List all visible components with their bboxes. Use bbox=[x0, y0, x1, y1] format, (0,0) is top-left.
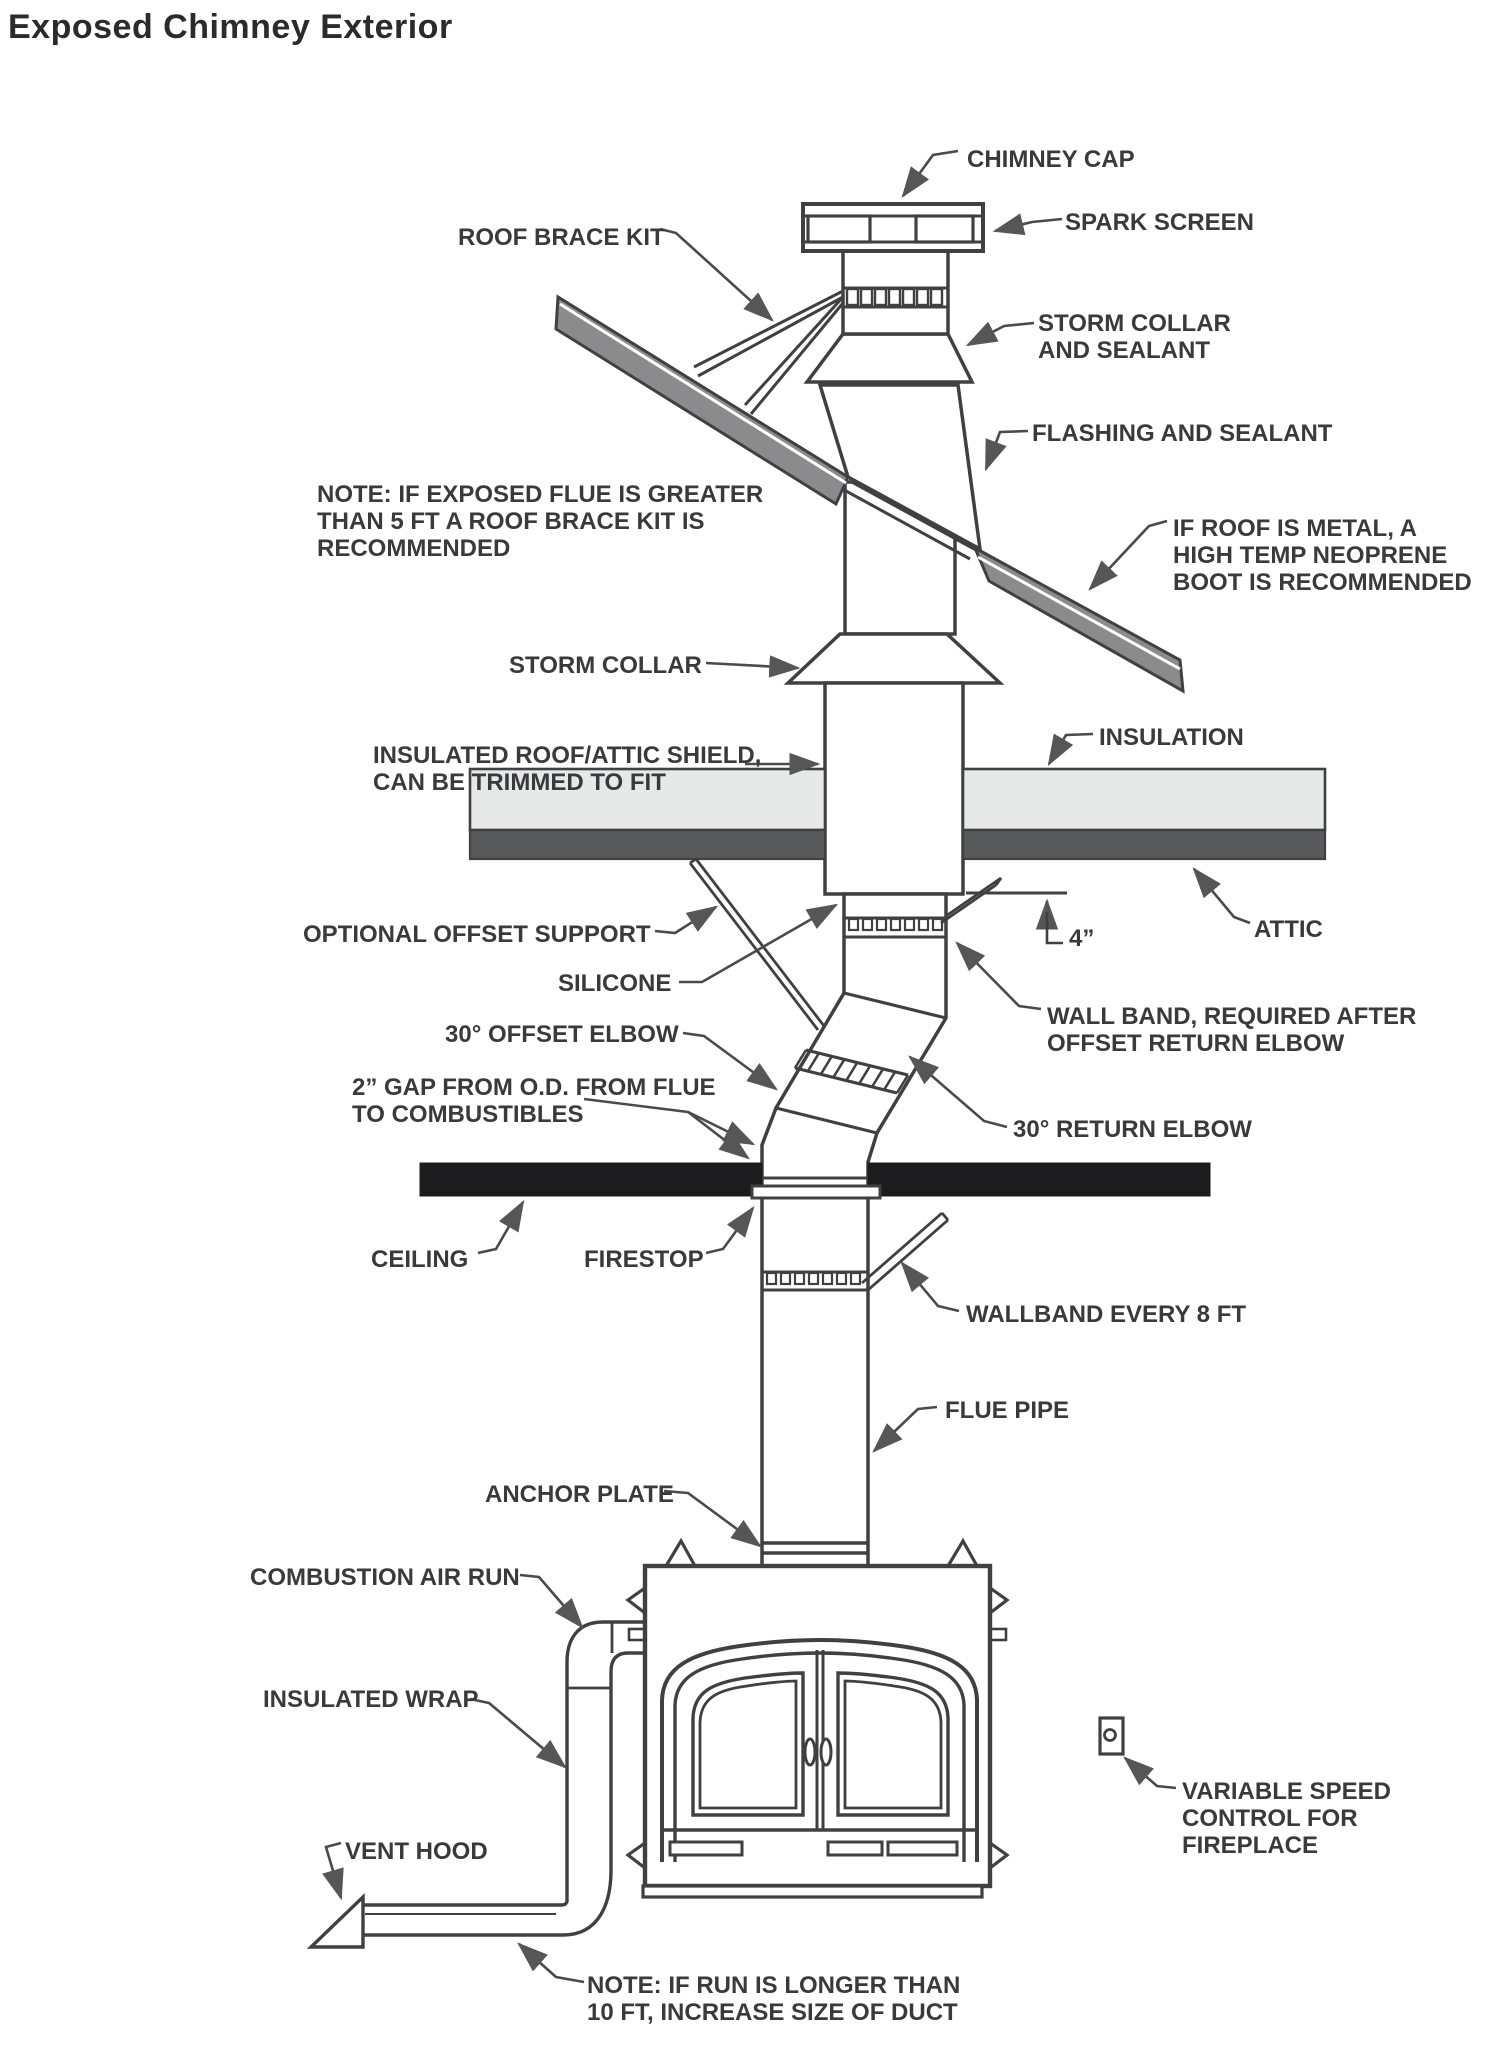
label-silicone: SILICONE bbox=[558, 970, 672, 997]
leader-wallband-8ft bbox=[900, 1261, 960, 1313]
label-insulation: INSULATION bbox=[1099, 724, 1244, 751]
leader-ceiling bbox=[477, 1199, 525, 1255]
insulation-band bbox=[468, 767, 1327, 861]
leader-gap-b bbox=[687, 1110, 750, 1160]
speed-control-switch bbox=[1098, 1716, 1125, 1756]
label-gap-note: 2” GAP FROM O.D. FROM FLUE TO COMBUSTIBL… bbox=[352, 1074, 716, 1128]
vent-hood-shape bbox=[306, 1893, 365, 1949]
combustion-air-duct bbox=[363, 1620, 645, 1937]
leader-storm-collar-sealant bbox=[965, 321, 1035, 347]
label-ceiling: CEILING bbox=[371, 1246, 469, 1273]
label-chimney-cap: CHIMNEY CAP bbox=[967, 146, 1135, 173]
roof-plane bbox=[554, 294, 1185, 694]
label-storm-collar: STORM COLLAR bbox=[509, 652, 702, 679]
leader-return-elbow bbox=[908, 1055, 1008, 1129]
leader-combustion-air bbox=[519, 1573, 584, 1629]
label-wallband-every-8ft: WALLBAND EVERY 8 FT bbox=[966, 1301, 1247, 1328]
leader-speed-control bbox=[1123, 1756, 1177, 1790]
label-insulated-wrap: INSULATED WRAP bbox=[263, 1686, 479, 1713]
leader-insulation bbox=[1047, 732, 1094, 767]
label-four-inch: 4” bbox=[1069, 925, 1095, 952]
offset-support-strut bbox=[688, 857, 826, 1031]
label-combustion-air-run: COMBUSTION AIR RUN bbox=[250, 1564, 520, 1591]
label-note-roof-brace: NOTE: IF EXPOSED FLUE IS GREATER THAN 5 … bbox=[317, 481, 764, 562]
label-duct-note: NOTE: IF RUN IS LONGER THAN 10 FT, INCRE… bbox=[587, 1972, 961, 2026]
ceiling-band bbox=[419, 1162, 1211, 1197]
leader-insulated-wrap bbox=[469, 1697, 567, 1769]
leader-offset-support bbox=[654, 905, 719, 935]
leader-spark-screen bbox=[992, 213, 1063, 236]
four-inch-dimension bbox=[966, 891, 1067, 945]
label-spark-screen: SPARK SCREEN bbox=[1065, 209, 1254, 236]
flashing bbox=[817, 383, 983, 553]
leader-storm-collar bbox=[705, 655, 801, 678]
firestop-plate bbox=[750, 1176, 882, 1200]
leader-metal-roof bbox=[1088, 519, 1168, 591]
label-roof-brace-kit: ROOF BRACE KIT bbox=[458, 224, 665, 251]
leader-lines bbox=[322, 149, 1251, 1984]
storm-collar-lower bbox=[783, 632, 1005, 685]
label-return-elbow: 30° RETURN ELBOW bbox=[1013, 1116, 1252, 1143]
leader-anchor-plate bbox=[663, 1489, 763, 1548]
leader-attic bbox=[1192, 867, 1251, 925]
roof-attic-shield bbox=[823, 681, 965, 896]
wallband-ring bbox=[762, 1211, 950, 1292]
spark-screen-collar bbox=[841, 249, 950, 336]
page-title: Exposed Chimney Exterior bbox=[8, 8, 453, 46]
leader-duct-note bbox=[517, 1942, 585, 1984]
leader-roof-brace-kit bbox=[659, 227, 774, 322]
leader-vent-hood bbox=[322, 1841, 344, 1901]
roof-brace-struts bbox=[693, 289, 845, 415]
leader-flue-pipe bbox=[872, 1405, 938, 1453]
label-offset-elbow: 30° OFFSET ELBOW bbox=[445, 1021, 679, 1048]
label-anchor-plate: ANCHOR PLATE bbox=[485, 1481, 674, 1508]
label-storm-collar-and-sealant: STORM COLLAR AND SEALANT bbox=[1038, 310, 1231, 364]
label-metal-roof-note: IF ROOF IS METAL, A HIGH TEMP NEOPRENE B… bbox=[1173, 515, 1472, 596]
label-vent-hood: VENT HOOD bbox=[345, 1838, 488, 1865]
fireplace bbox=[625, 1537, 1010, 1899]
leader-flashing bbox=[984, 429, 1029, 472]
storm-collar-upper bbox=[803, 332, 975, 384]
label-optional-offset-support: OPTIONAL OFFSET SUPPORT bbox=[303, 921, 651, 948]
attic-wallband-bracket bbox=[940, 876, 1003, 925]
label-flue-pipe: FLUE PIPE bbox=[945, 1397, 1070, 1424]
leader-silicone bbox=[679, 903, 839, 984]
label-attic: ATTIC bbox=[1254, 916, 1323, 943]
label-attic-shield: INSULATED ROOF/ATTIC SHIELD, CAN BE TRIM… bbox=[373, 742, 762, 796]
label-wall-band-note: WALL BAND, REQUIRED AFTER OFFSET RETURN … bbox=[1047, 1003, 1417, 1057]
leader-chimney-cap bbox=[901, 149, 959, 199]
leader-firestop bbox=[705, 1205, 755, 1255]
label-firestop: FIRESTOP bbox=[584, 1246, 704, 1273]
leader-offset-elbow bbox=[682, 1031, 779, 1091]
chimney-cap-shape bbox=[801, 202, 985, 253]
label-flashing-and-sealant: FLASHING AND SEALANT bbox=[1032, 420, 1333, 447]
label-variable-speed-control: VARIABLE SPEED CONTROL FOR FIREPLACE bbox=[1182, 1778, 1391, 1859]
leader-wall-band bbox=[955, 941, 1042, 1011]
